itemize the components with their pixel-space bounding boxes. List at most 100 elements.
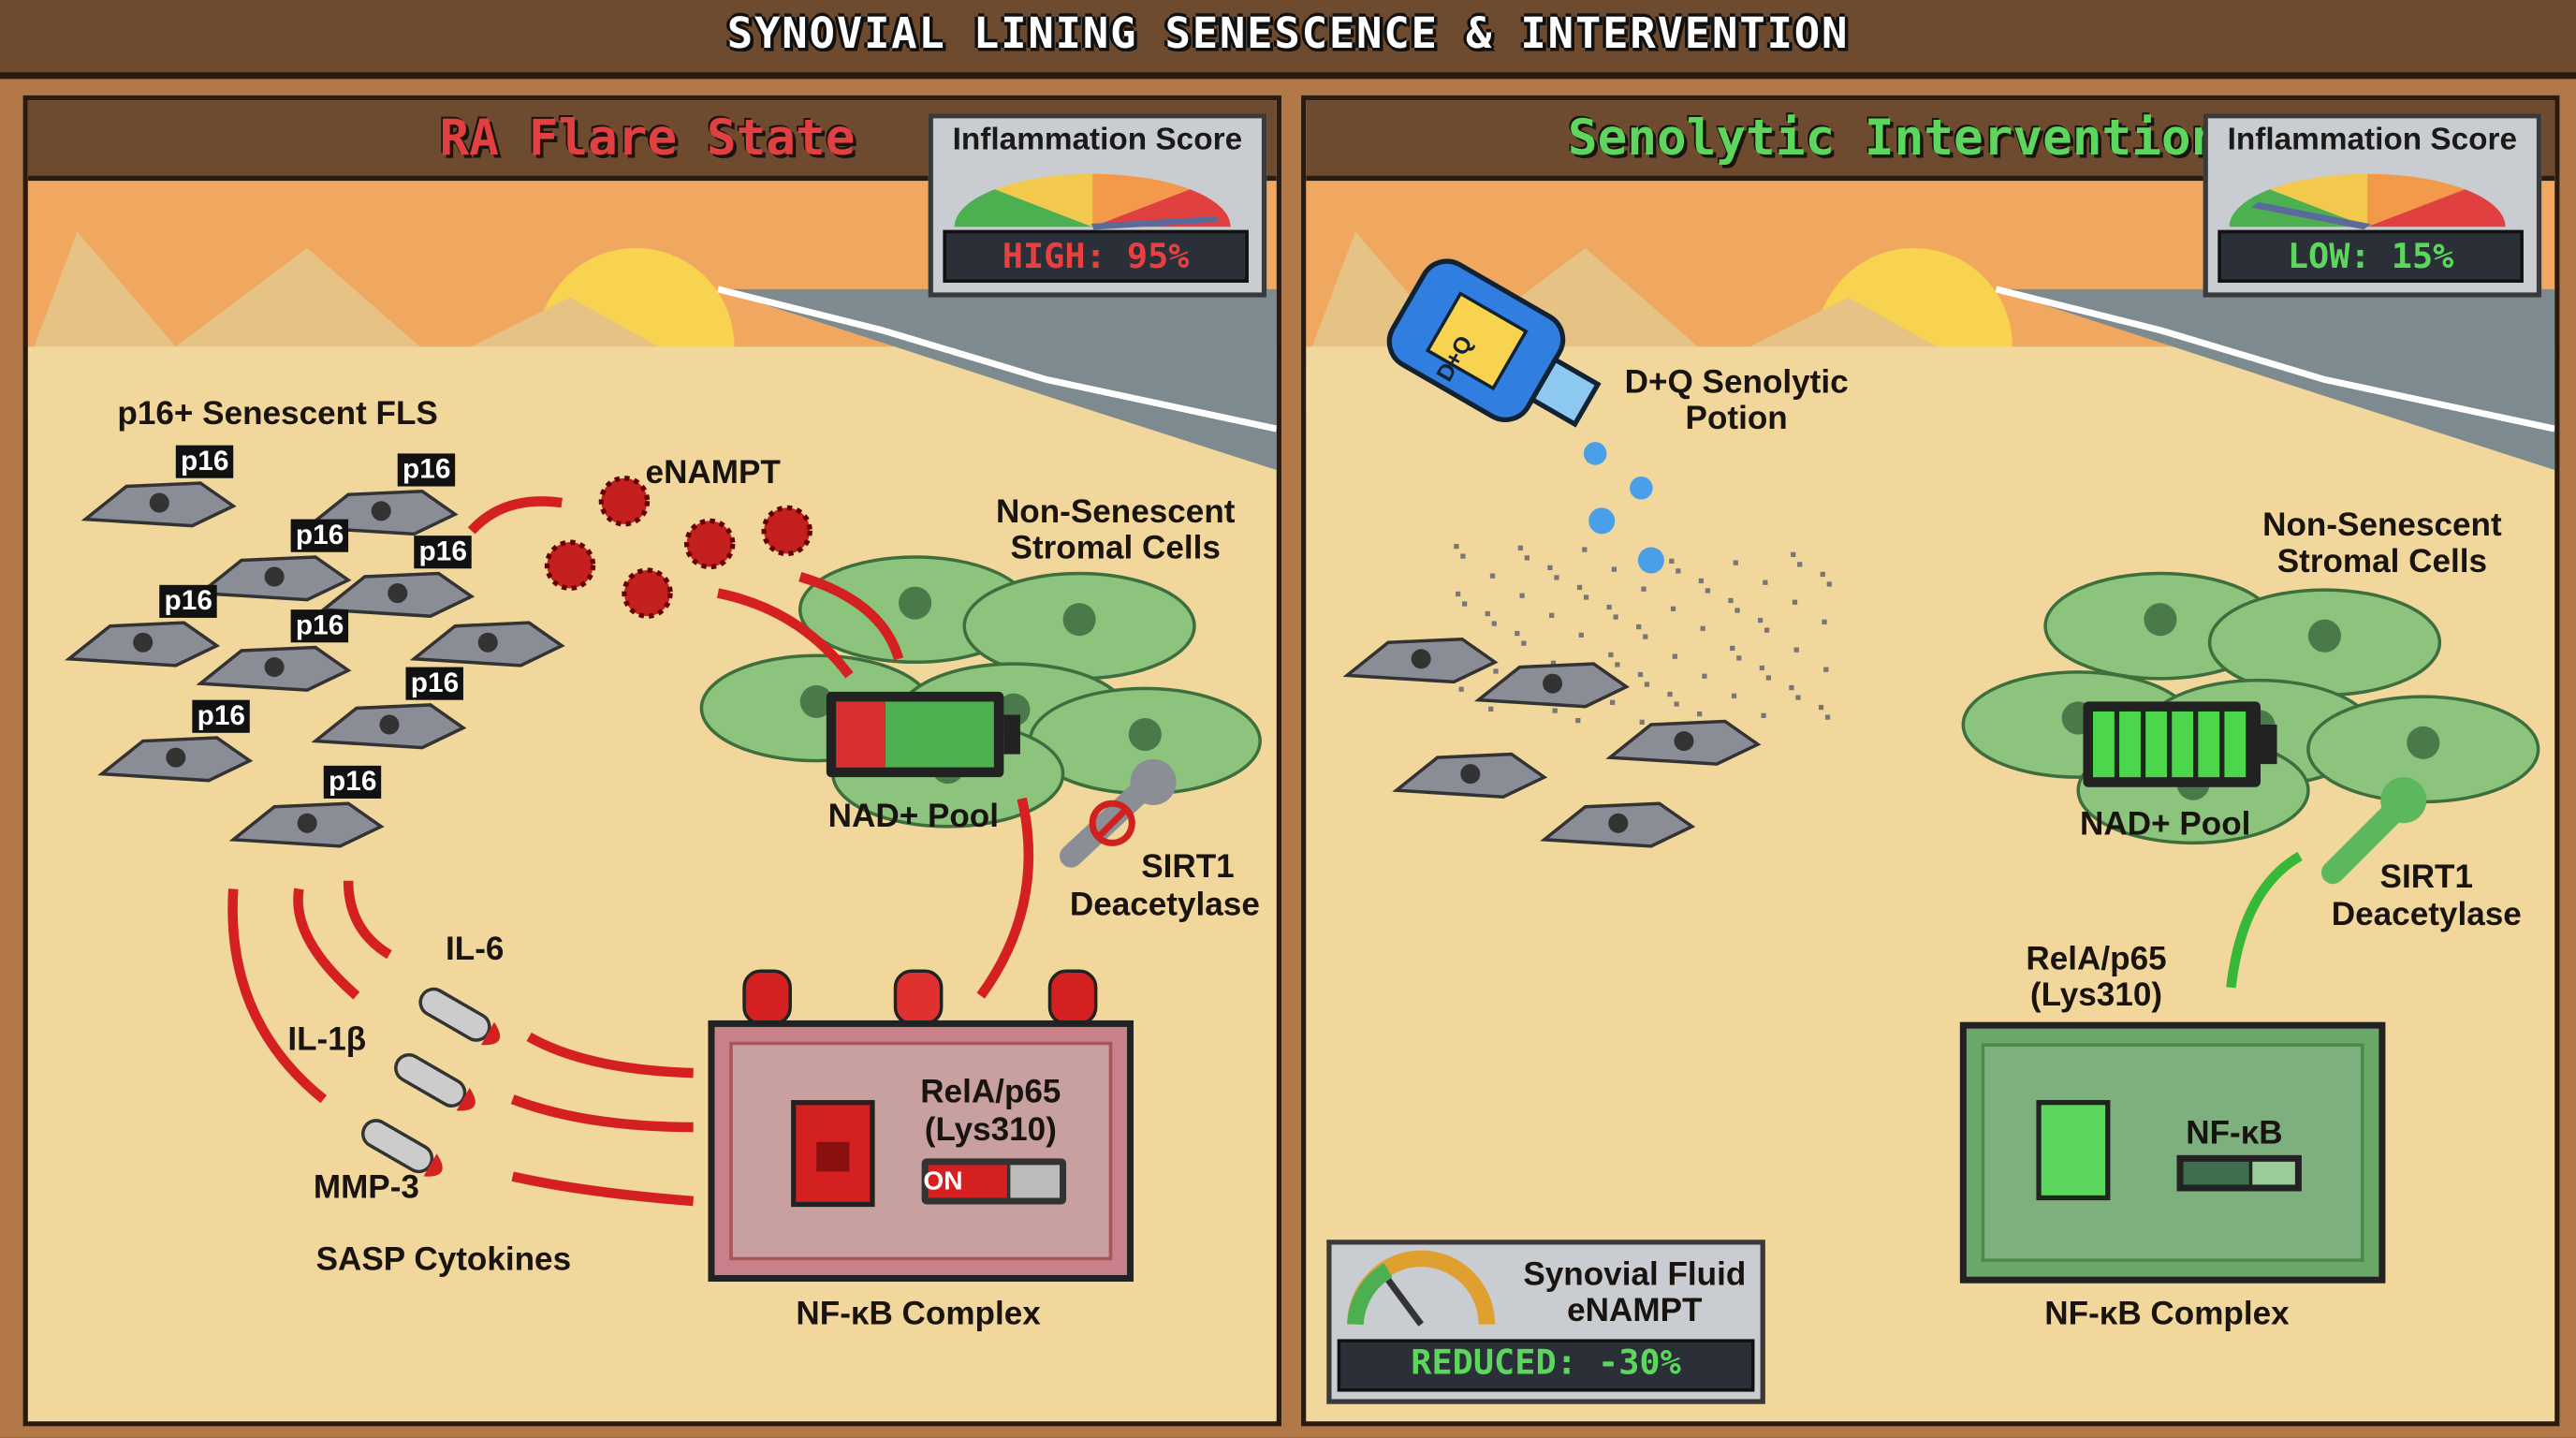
dust-particle <box>1672 653 1677 659</box>
ocean <box>1996 288 2555 470</box>
fluid-gauge-title-line2: eNAMPT <box>1567 1293 1703 1329</box>
enampt-particle <box>683 518 736 570</box>
senescent-cell-nucleus <box>149 492 169 513</box>
nfkb-complex-label: NF-κB Complex <box>796 1296 1041 1333</box>
battery-cell <box>2119 711 2141 778</box>
dust-particle <box>1552 708 1558 713</box>
dust-particle <box>1702 673 1707 679</box>
cytokine-rockets <box>360 987 501 1177</box>
arrow-up-2 <box>293 888 360 1000</box>
dust-particle <box>1615 662 1620 668</box>
dust-particle <box>1795 695 1801 700</box>
rela-label-line1: RelA/p65 <box>2026 941 2167 978</box>
dust-particle <box>1460 553 1466 559</box>
arrow-il1b <box>510 1094 694 1133</box>
dust-particle <box>1730 645 1735 652</box>
dust-particle <box>1549 612 1555 618</box>
senescent-cell-nucleus <box>379 714 400 735</box>
dust-particle <box>1765 675 1771 681</box>
dust-particle <box>1515 630 1520 637</box>
dust-particle <box>1823 667 1829 672</box>
dust-particle <box>1458 686 1464 692</box>
dust-particle <box>1519 593 1525 598</box>
dust-particle <box>1554 575 1559 580</box>
p16-tag: p16 <box>414 536 473 569</box>
arrow-mmp3 <box>511 1171 695 1207</box>
gauge-segment <box>1092 173 1191 227</box>
enampt-particles <box>544 476 812 619</box>
potion-label-line2: Potion <box>1685 401 1788 437</box>
dust-particle <box>1637 671 1644 678</box>
stromal-label-line1: Non-Senescent <box>995 494 1236 531</box>
stromal-label-line1: Non-Senescent <box>2262 507 2502 544</box>
dust-particle <box>1606 604 1612 610</box>
gauge-reading: LOW: 15% <box>2217 229 2524 283</box>
arrow-up-1 <box>227 888 328 1104</box>
nfkb-complex-label: NF-κB Complex <box>2044 1296 2290 1333</box>
dust-particle <box>1488 706 1494 712</box>
dust-particle <box>1736 655 1742 661</box>
battery-cell <box>2224 711 2247 778</box>
rela-label-line1: RelA/p65 <box>920 1074 1061 1111</box>
enampt-particle <box>622 567 673 619</box>
dust-particle <box>1524 555 1530 561</box>
dust-particle <box>1733 560 1738 565</box>
nad-pool-label: NAD+ Pool <box>2080 806 2251 844</box>
arrow-to-stromal <box>798 571 904 661</box>
senescent-cell-nucleus <box>297 813 317 833</box>
nad-pool-label: NAD+ Pool <box>827 798 1000 835</box>
ra-flare-scene <box>27 175 1277 1422</box>
dust-particle <box>1705 588 1711 594</box>
dust-particle <box>1575 717 1581 724</box>
stromal-nucleus <box>899 586 932 620</box>
dust-particle <box>1826 581 1832 587</box>
rela-label-line2: (Lys310) <box>924 1112 1057 1149</box>
stromal-nucleus <box>2407 726 2440 759</box>
off-switch <box>2036 1100 2111 1201</box>
dust-particle <box>1791 551 1796 557</box>
arrow-to-battery <box>716 588 854 679</box>
gauge-needle <box>2251 201 2371 230</box>
panel-title: Senolytic Intervention <box>1567 110 2221 169</box>
senolytic-scene <box>1306 175 2555 1422</box>
nfkb-box <box>708 1020 1134 1282</box>
rela-label-line2: (Lys310) <box>2029 977 2163 1014</box>
dust-particle <box>1643 634 1648 639</box>
p16-tag: p16 <box>159 584 218 618</box>
dust-particle <box>1550 660 1557 666</box>
dust-particle <box>1731 693 1737 698</box>
gauge-title: Inflammation Score <box>952 123 1243 158</box>
dust-particle <box>1641 586 1647 592</box>
senescent-cell-nucleus <box>1460 764 1481 785</box>
dust-particle <box>1734 608 1740 613</box>
potion-drops <box>1583 442 1664 574</box>
senolytic-panel: Senolytic Intervention Inflammation Scor… <box>1301 95 2560 1427</box>
dust-particle <box>1792 599 1798 605</box>
arrow-il6 <box>526 1032 694 1078</box>
potion-label-line1: D+Q Senolytic <box>1624 364 1849 402</box>
gauge-dial <box>954 173 1231 230</box>
dust-particle <box>1698 578 1705 584</box>
dust-particle <box>1793 647 1799 653</box>
dust-particle <box>1669 558 1675 564</box>
gauge-segment <box>954 189 1093 227</box>
senescent-cell-nucleus <box>1543 673 1563 694</box>
dust-particle <box>1728 597 1734 604</box>
stromal-nucleus <box>1062 603 1096 637</box>
battery-cell <box>2145 711 2167 778</box>
cytokine-il6: IL-6 <box>446 932 505 968</box>
stromal-label-line2: Stromal Cells <box>2276 543 2488 580</box>
stromal-nucleus <box>799 684 833 718</box>
nad-battery-icon <box>826 691 1020 778</box>
dust-particle <box>1700 625 1705 631</box>
sasp-label: SASP Cytokines <box>315 1241 572 1279</box>
dust-particle <box>1493 668 1499 674</box>
dust-particle <box>1582 547 1588 552</box>
dying-senescent-cells <box>1342 637 1762 848</box>
dust-particle <box>1820 571 1825 578</box>
sirt1-label-line1: SIRT1 <box>2379 858 2474 896</box>
dust-particle <box>1822 619 1827 624</box>
p16-tag: p16 <box>192 699 251 733</box>
fluid-gauge-title-line1: Synovial Fluid <box>1523 1256 1747 1294</box>
dust-particle <box>1517 545 1523 550</box>
